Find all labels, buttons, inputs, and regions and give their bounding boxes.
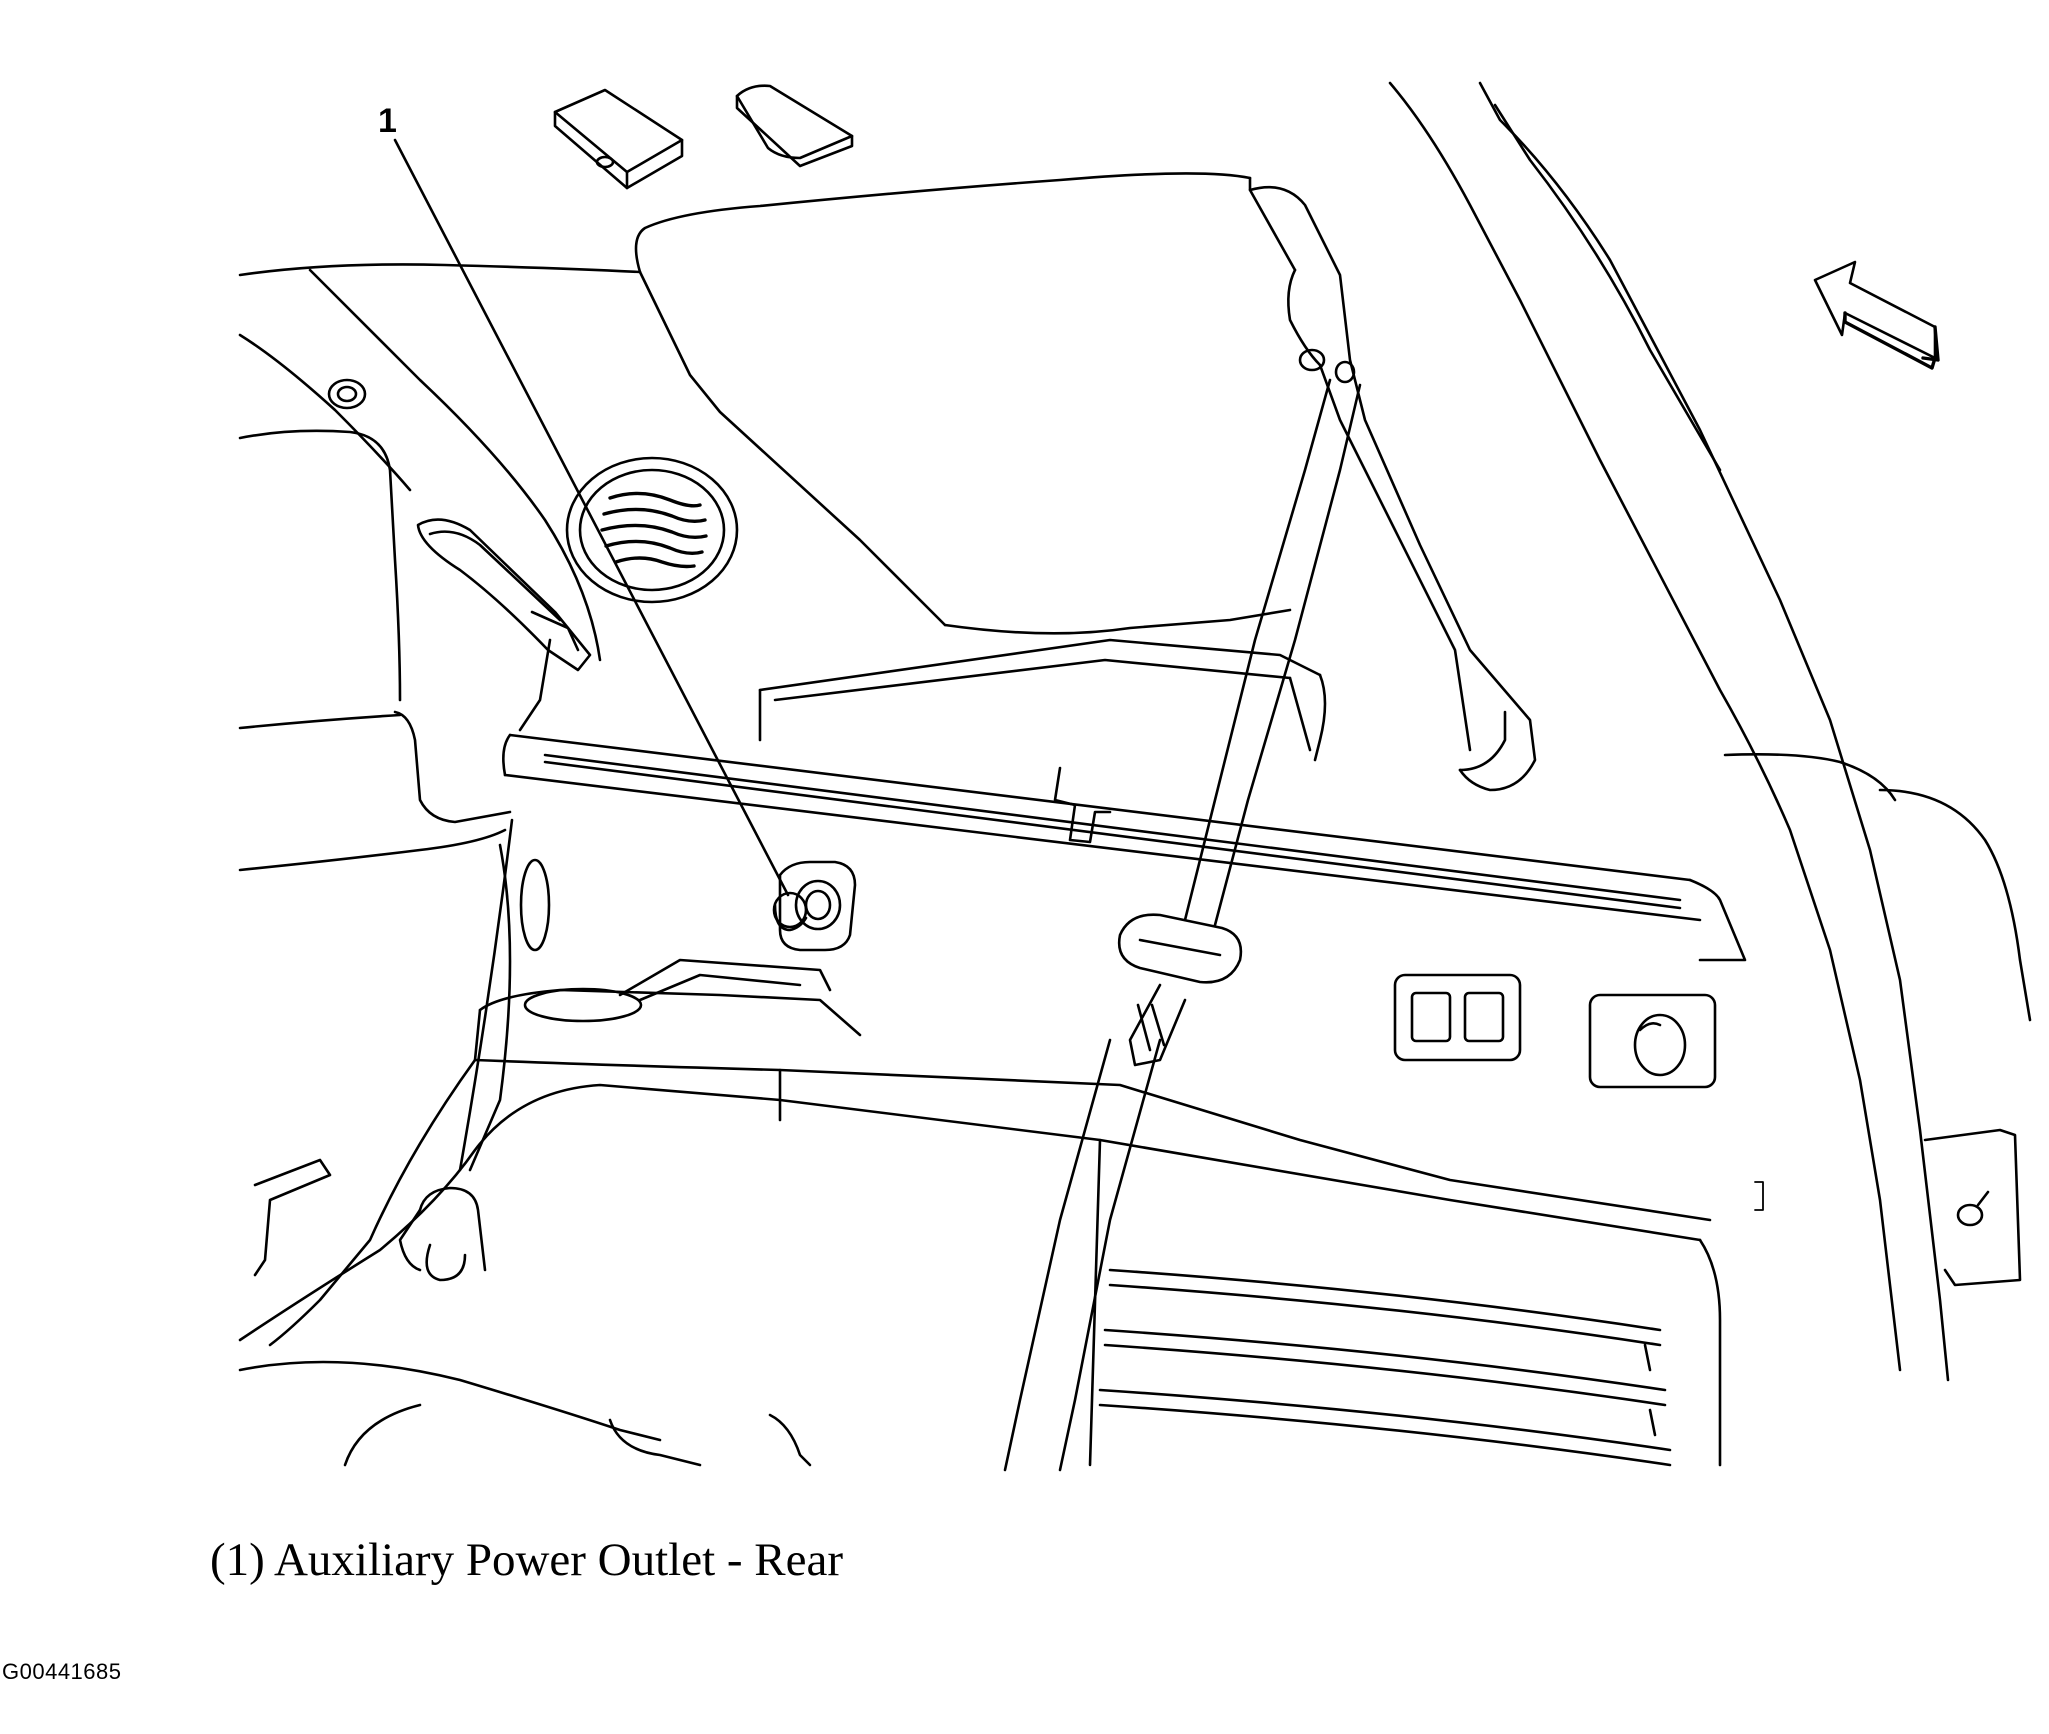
seatback-rail [502, 733, 1747, 962]
window-switch-bezel [1393, 973, 1522, 1062]
bracket-mark [1754, 1181, 1764, 1211]
headliner-panel [238, 172, 1297, 635]
right-quarter-trim [1388, 81, 2032, 1382]
left-storage-recess [253, 1158, 487, 1282]
lock-switch-bezel [1588, 993, 1717, 1089]
speaker-grille [565, 456, 739, 604]
figure-id: G00441685 [2, 1659, 122, 1684]
left-quarter-trim [238, 268, 602, 730]
lower-vent-slats [1098, 1268, 1672, 1467]
front-direction-arrow-icon [1813, 260, 1940, 370]
seat-latch-left [416, 518, 592, 732]
seat-belt-webbing [1003, 378, 1362, 1472]
seat-belt-pillar-trim [1248, 185, 1537, 792]
left-lower-quarter-panel [238, 710, 551, 1172]
callout-leader-line [393, 138, 790, 897]
overhead-lamp-left [553, 88, 684, 190]
overhead-lamp-right [735, 84, 854, 168]
figure-caption: (1) Auxiliary Power Outlet - Rear [210, 1534, 844, 1586]
rear-seat-top [758, 638, 1327, 762]
callout-number: 1 [378, 102, 397, 140]
auxiliary-power-outlet [772, 860, 857, 952]
rear-seat-cushion [238, 1058, 1722, 1467]
cup-holder-console [473, 958, 1712, 1222]
seat-belt-buckle [1117, 913, 1243, 1067]
